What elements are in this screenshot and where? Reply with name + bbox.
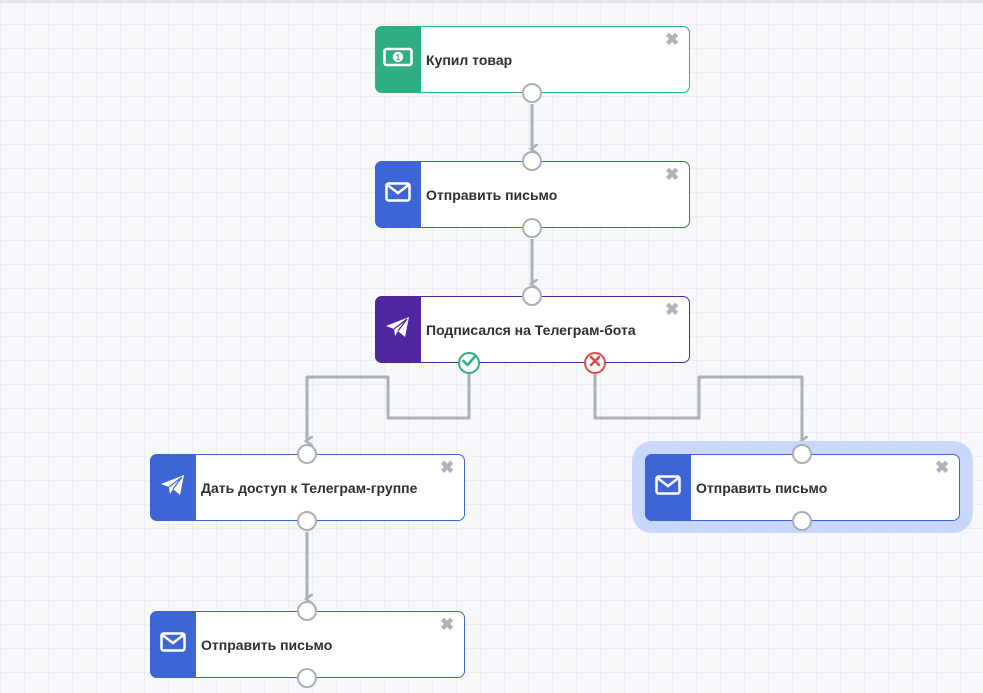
telegram-icon	[160, 474, 186, 501]
output-port[interactable]	[522, 83, 542, 103]
input-port[interactable]	[522, 151, 542, 171]
node-icon-box	[375, 296, 421, 363]
node-icon-box	[150, 611, 196, 678]
input-port[interactable]	[297, 601, 317, 621]
output-port[interactable]	[522, 218, 542, 238]
svg-text:1: 1	[396, 53, 401, 62]
envelope-icon	[655, 475, 681, 500]
node-icon-box	[645, 454, 691, 521]
close-icon[interactable]: ✖	[665, 165, 680, 184]
node-subscribed-telegram-bot[interactable]: Подписался на Телеграм-бота ✖	[375, 296, 690, 363]
connector-n3-yes-n4	[307, 374, 471, 441]
close-icon[interactable]: ✖	[440, 458, 455, 477]
close-icon[interactable]: ✖	[935, 458, 950, 477]
output-port[interactable]	[297, 511, 317, 531]
money-icon: 1	[383, 47, 413, 72]
close-icon[interactable]: ✖	[665, 30, 680, 49]
envelope-icon	[160, 632, 186, 657]
close-icon[interactable]: ✖	[440, 615, 455, 634]
node-title: Отправить письмо	[201, 636, 333, 653]
close-icon[interactable]: ✖	[665, 300, 680, 319]
yes-branch-port[interactable]	[458, 352, 480, 374]
no-branch-port[interactable]	[584, 352, 606, 374]
node-send-email-selected[interactable]: Отправить письмо ✖	[645, 454, 960, 521]
telegram-icon	[385, 316, 411, 343]
check-icon	[462, 354, 476, 372]
envelope-icon	[385, 182, 411, 207]
input-port[interactable]	[792, 444, 812, 464]
output-port[interactable]	[792, 511, 812, 531]
node-title: Подписался на Телеграм-бота	[426, 321, 636, 338]
x-icon	[589, 354, 601, 372]
node-icon-box: 1	[375, 26, 421, 93]
node-title: Дать доступ к Телеграм-группе	[201, 479, 418, 496]
input-port[interactable]	[297, 444, 317, 464]
node-icon-box	[375, 161, 421, 228]
connector-n3-no-n5	[593, 374, 802, 441]
node-title: Купил товар	[426, 51, 513, 68]
node-grant-telegram-group-access[interactable]: Дать доступ к Телеграм-группе ✖	[150, 454, 465, 521]
canvas-top-border	[0, 0, 983, 3]
output-port[interactable]	[297, 668, 317, 688]
input-port[interactable]	[522, 286, 542, 306]
node-icon-box	[150, 454, 196, 521]
node-title: Отправить письмо	[696, 479, 828, 496]
node-bought-product[interactable]: 1 Купил товар ✖	[375, 26, 690, 93]
node-title: Отправить письмо	[426, 186, 558, 203]
